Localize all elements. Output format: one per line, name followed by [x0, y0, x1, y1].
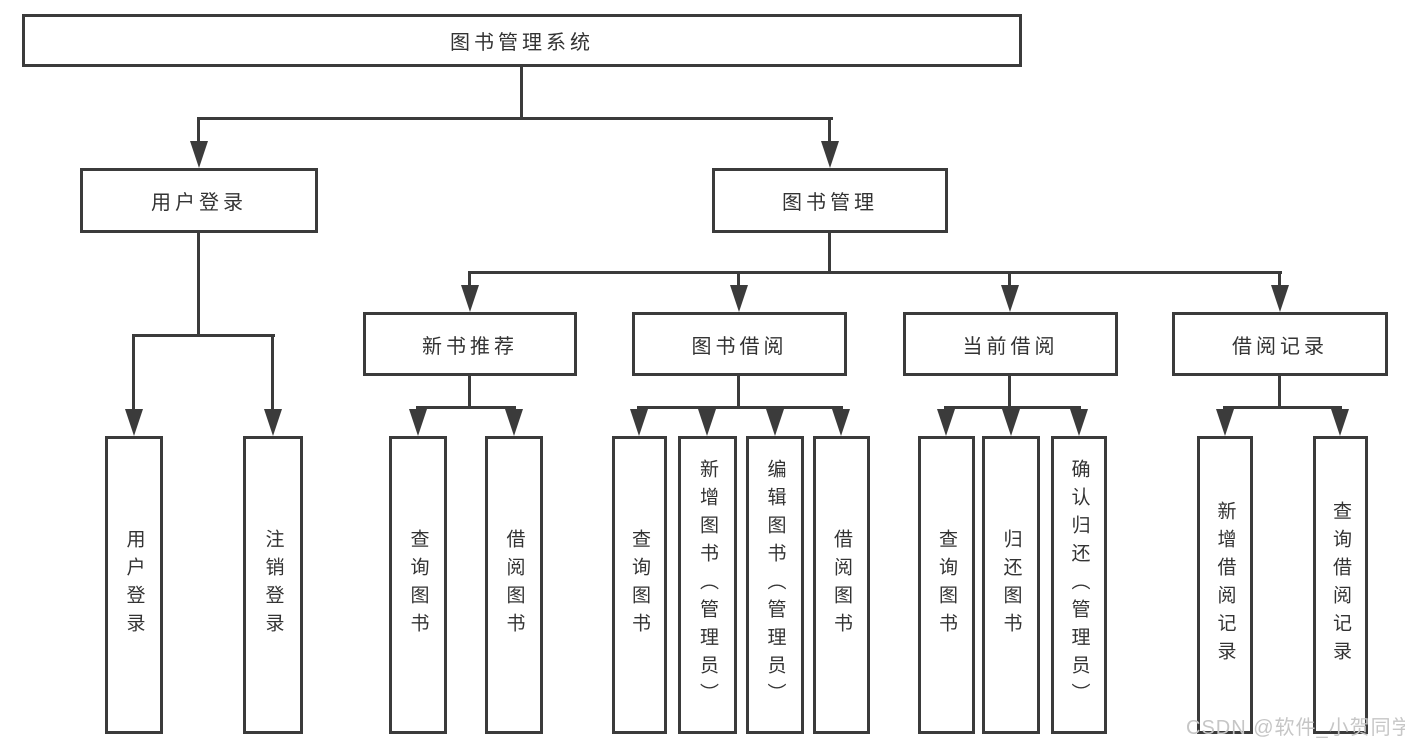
arrow-down-icon — [461, 285, 479, 312]
arrow-down-icon — [766, 409, 784, 436]
node-borrow-records-label: 借阅记录 — [1232, 335, 1328, 358]
leaf-borrow-books-recommend: 借阅图书 — [485, 436, 543, 734]
connector-line — [468, 271, 1282, 274]
leaf-user-login-label: 用户登录 — [123, 529, 145, 641]
leaf-query-borrow-record: 查询借阅记录 — [1313, 436, 1368, 734]
connector-line — [197, 231, 200, 336]
node-library-system-label: 图书管理系统 — [450, 32, 594, 54]
node-book-management-label: 图书管理 — [782, 192, 878, 214]
leaf-confirm-return-admin: 确认归还（管理员） — [1051, 436, 1107, 734]
connector-line — [468, 375, 471, 409]
connector-line — [271, 334, 274, 411]
node-user-login: 用户登录 — [80, 168, 318, 233]
arrow-down-icon — [264, 409, 282, 436]
arrow-down-icon — [832, 409, 850, 436]
connector-line — [1223, 406, 1342, 409]
arrow-down-icon — [1216, 409, 1234, 436]
arrow-down-icon — [630, 409, 648, 436]
node-current-borrowing-label: 当前借阅 — [962, 335, 1059, 358]
connector-line — [1278, 375, 1281, 409]
node-new-book-recommend: 新书推荐 — [363, 312, 577, 376]
connector-line — [197, 117, 833, 120]
leaf-borrow-books-borrow: 借阅图书 — [813, 436, 870, 734]
connector-line — [132, 334, 275, 337]
node-borrow-records: 借阅记录 — [1172, 312, 1388, 376]
connector-line — [828, 231, 831, 274]
arrow-down-icon — [730, 285, 748, 312]
leaf-query-books-borrow: 查询图书 — [612, 436, 667, 734]
connector-line — [132, 334, 135, 411]
arrow-down-icon — [190, 141, 208, 168]
leaf-add-borrow-record: 新增借阅记录 — [1197, 436, 1253, 734]
leaf-add-book-admin: 新增图书（管理员） — [678, 436, 737, 734]
leaf-query-books-borrow-label: 查询图书 — [629, 529, 650, 641]
connector-line — [416, 406, 516, 409]
leaf-borrow-books-recommend-label: 借阅图书 — [503, 529, 525, 641]
arrow-down-icon — [1001, 285, 1019, 312]
connector-line — [828, 117, 831, 144]
node-book-management: 图书管理 — [712, 168, 948, 233]
connector-line — [468, 271, 471, 288]
leaf-logout: 注销登录 — [243, 436, 303, 734]
arrow-down-icon — [1002, 409, 1020, 436]
leaf-query-borrow-record-label: 查询借阅记录 — [1330, 501, 1351, 669]
node-new-book-recommend-label: 新书推荐 — [422, 335, 518, 358]
arrow-down-icon — [1070, 409, 1088, 436]
leaf-edit-book-admin: 编辑图书（管理员） — [746, 436, 804, 734]
connector-line — [737, 271, 740, 288]
leaf-query-books-current: 查询图书 — [918, 436, 975, 734]
arrow-down-icon — [1331, 409, 1349, 436]
leaf-query-books-current-label: 查询图书 — [936, 529, 957, 641]
arrow-down-icon — [698, 409, 716, 436]
arrow-down-icon — [409, 409, 427, 436]
connector-line — [197, 117, 200, 144]
connector-line — [637, 406, 843, 409]
connector-line — [737, 375, 740, 409]
node-current-borrowing: 当前借阅 — [903, 312, 1118, 376]
node-book-borrowing: 图书借阅 — [632, 312, 847, 376]
leaf-edit-book-admin-label: 编辑图书（管理员） — [764, 459, 786, 711]
leaf-confirm-return-admin-label: 确认归还（管理员） — [1068, 459, 1090, 711]
connector-line — [944, 406, 1081, 409]
leaf-add-borrow-record-label: 新增借阅记录 — [1214, 501, 1236, 669]
watermark: CSDN @软件_小贺同学 — [1186, 717, 1405, 739]
connector-line — [1278, 271, 1281, 288]
leaf-query-books-recommend-label: 查询图书 — [407, 529, 429, 641]
leaf-logout-label: 注销登录 — [262, 529, 284, 641]
leaf-return-book-label: 归还图书 — [1000, 529, 1022, 641]
arrow-down-icon — [505, 409, 523, 436]
leaf-user-login: 用户登录 — [105, 436, 163, 734]
arrow-down-icon — [821, 141, 839, 168]
leaf-query-books-recommend: 查询图书 — [389, 436, 447, 734]
node-user-login-label: 用户登录 — [151, 192, 247, 214]
node-library-system: 图书管理系统 — [22, 14, 1022, 67]
connector-line — [1008, 375, 1011, 409]
arrow-down-icon — [937, 409, 955, 436]
leaf-return-book: 归还图书 — [982, 436, 1040, 734]
arrow-down-icon — [1271, 285, 1289, 312]
arrow-down-icon — [125, 409, 143, 436]
node-book-borrowing-label: 图书借阅 — [691, 335, 788, 358]
connector-line — [1008, 271, 1011, 288]
leaf-add-book-admin-label: 新增图书（管理员） — [697, 459, 718, 711]
leaf-borrow-books-borrow-label: 借阅图书 — [831, 529, 852, 641]
connector-line — [520, 66, 523, 119]
